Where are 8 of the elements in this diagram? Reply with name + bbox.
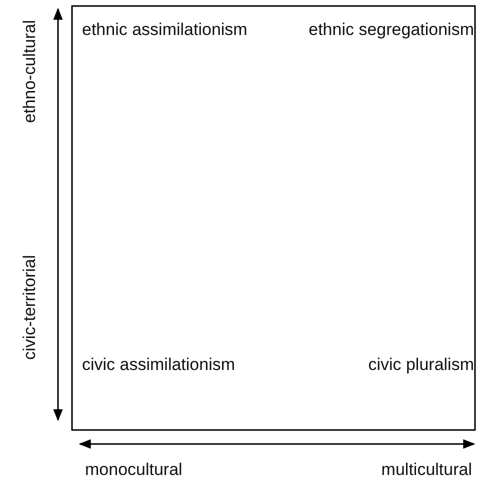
axis-label: civic-territorial <box>20 255 40 360</box>
axis-label: ethno-cultural <box>20 20 40 124</box>
quadrant-label: ethnic assimilationism <box>82 20 248 40</box>
axis-label: monocultural <box>85 460 182 480</box>
quadrant-label: ethnic segregationism <box>308 20 474 40</box>
quadrant-label: civic pluralism <box>367 355 474 375</box>
quadrant-label: civic assimilationism <box>82 355 236 375</box>
axis-label: multicultural <box>381 460 472 480</box>
